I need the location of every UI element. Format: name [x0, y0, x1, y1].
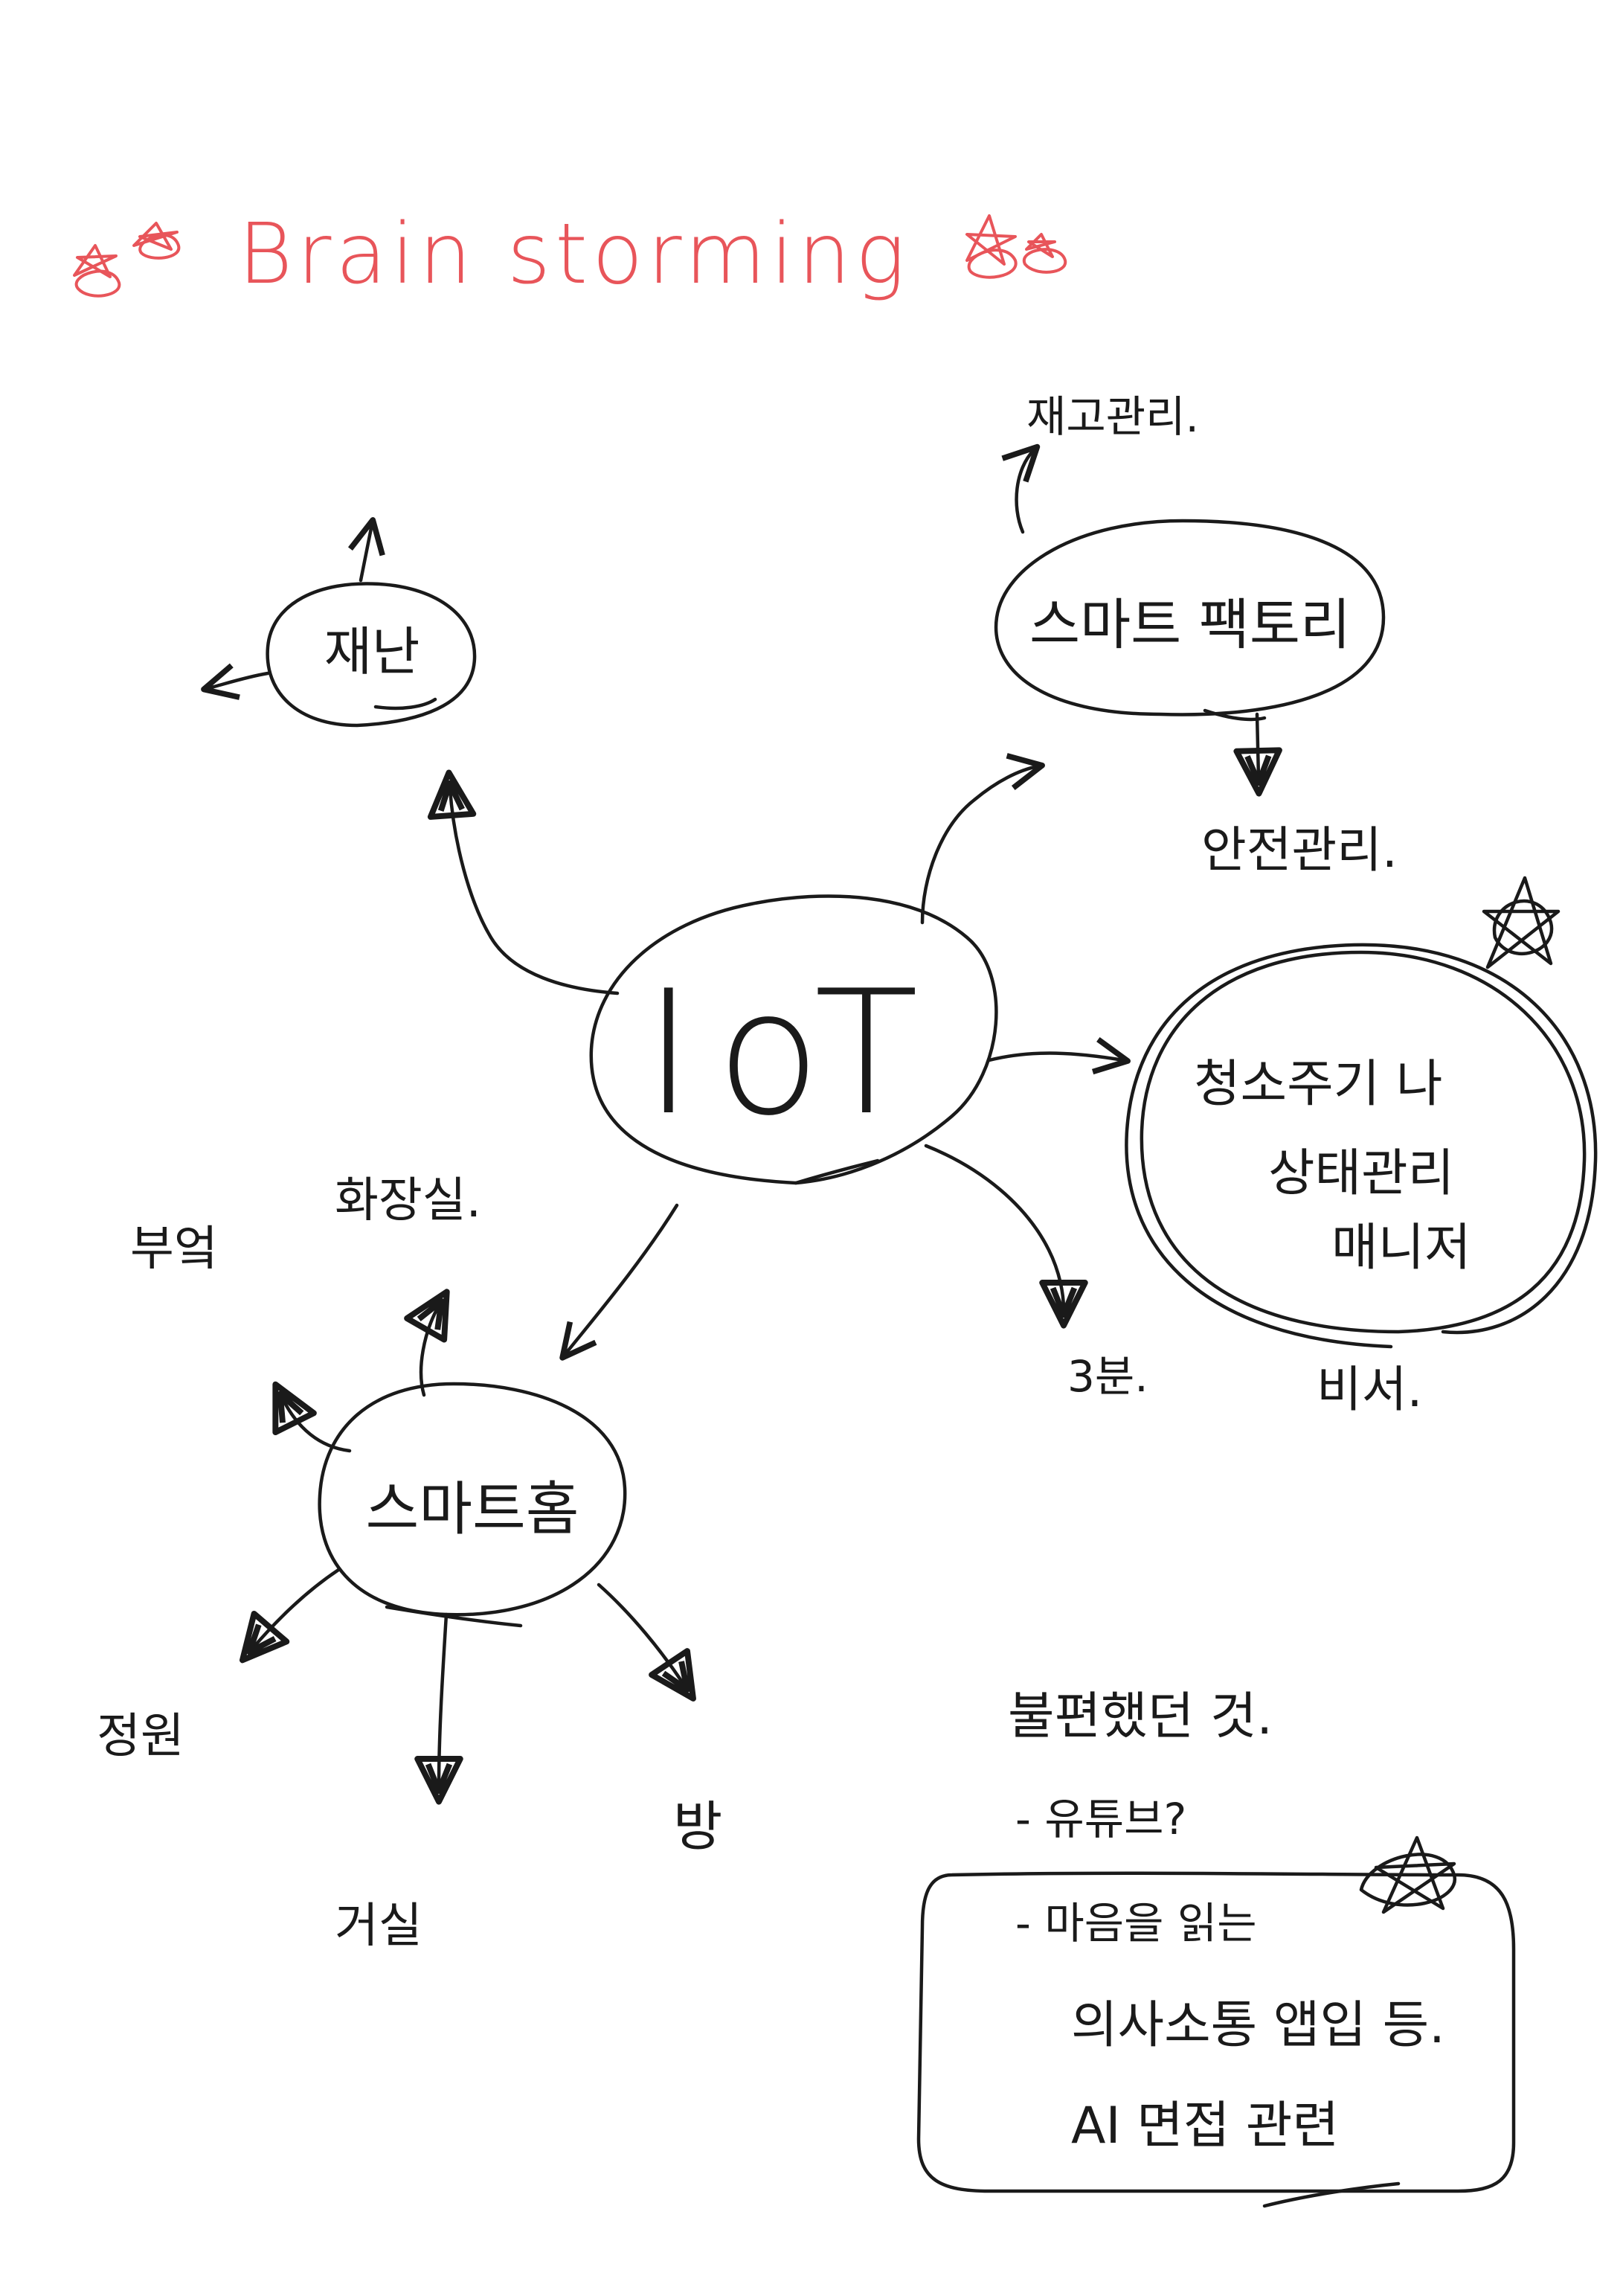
page-title: Brain storming — [238, 206, 910, 303]
smart-home-child-kitchen: 부엌 — [130, 1222, 218, 1277]
cleaning-line-2: 상태관리 — [1268, 1144, 1454, 1203]
smart-home-child-room: 방 — [673, 1795, 722, 1858]
cleaning-node: 청소주기 나 상태관리 매니저 비서. — [1125, 876, 1598, 1418]
star-icon — [1482, 876, 1561, 969]
smart-home-child-bathroom: 화장실. — [335, 1173, 481, 1228]
notes-youtube: - 유튜브? — [1015, 1794, 1186, 1844]
cleaning-line-1: 청소주기 나 — [1194, 1055, 1442, 1114]
title-stars-right — [965, 214, 1067, 279]
center-node: IoT — [589, 894, 998, 1185]
three-min-label: 3분. — [1067, 1351, 1148, 1402]
cleaning-child-assistant: 비서. — [1317, 1361, 1422, 1418]
center-connectors: 3분. — [427, 753, 1148, 1402]
disaster-label: 재난 — [324, 621, 420, 682]
center-label: IoT — [643, 955, 941, 1153]
smart-home-node: 스마트홈 부엌 화장실. 정원 거실 방 — [97, 1173, 722, 1954]
smart-home-label: 스마트홈 — [365, 1476, 579, 1543]
smart-factory-child-safety: 안전관리. — [1201, 821, 1398, 879]
disaster-node: 재난 — [201, 517, 477, 728]
notes-box-line-2: 의사소통 앱입 등. — [1071, 1996, 1445, 2055]
smart-factory-child-inventory: 재고관리. — [1026, 391, 1199, 442]
notes-section: 불편했던 것. - 유튜브? - 마음을 읽는 의사소통 앱입 등. AI 면접… — [916, 1687, 1516, 2208]
smart-factory-node: 스마트 팩토리 재고관리. 안전관리. — [994, 391, 1398, 879]
smart-home-child-garden: 정원 — [97, 1709, 184, 1764]
notes-box — [916, 1871, 1516, 2193]
notes-box-line-1: - 마음을 읽는 — [1015, 1898, 1257, 1949]
notes-box-line-3: AI 면접 관련 — [1071, 2097, 1339, 2155]
smart-factory-label: 스마트 팩토리 — [1029, 593, 1351, 657]
title-stars-left — [73, 222, 181, 298]
notes-heading: 불편했던 것. — [1008, 1687, 1273, 1746]
cleaning-line-3: 매니저 — [1331, 1219, 1471, 1277]
star-icon — [1359, 1835, 1456, 1914]
smart-home-child-living-room: 거실 — [335, 1899, 422, 1954]
